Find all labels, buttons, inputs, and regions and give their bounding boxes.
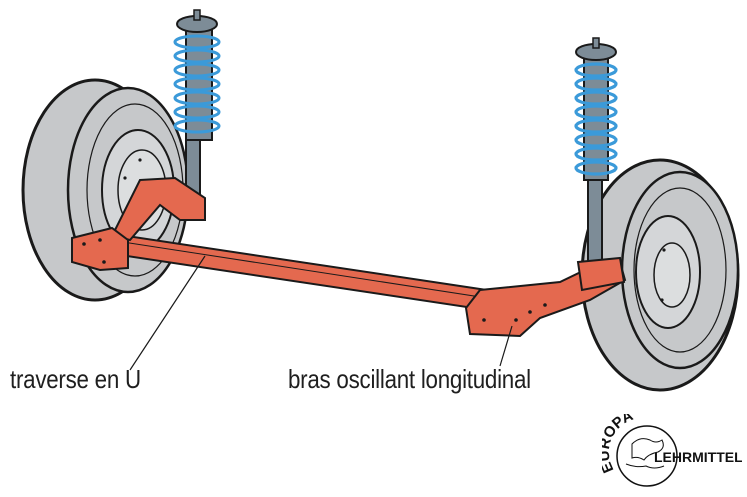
left-coil-spring (173, 34, 221, 134)
trailing-arm-leader-line (499, 325, 513, 367)
u-beam-label: traverse en U (10, 364, 141, 394)
right-coil-spring (574, 62, 618, 176)
europa-lehrmittel-logo: EUROPA LEHRMITTEL (602, 414, 742, 487)
right-wheel (580, 158, 740, 392)
logo-bottom-text: LEHRMITTEL (654, 449, 742, 465)
u-beam-leader-line (129, 255, 206, 371)
right-trailing-arm (464, 256, 627, 338)
left-trailing-arm (71, 176, 206, 272)
trailing-arm-label: bras oscillant longitudinal (288, 364, 531, 394)
left-shock-absorber (173, 9, 221, 211)
right-shock-absorber (574, 37, 618, 271)
